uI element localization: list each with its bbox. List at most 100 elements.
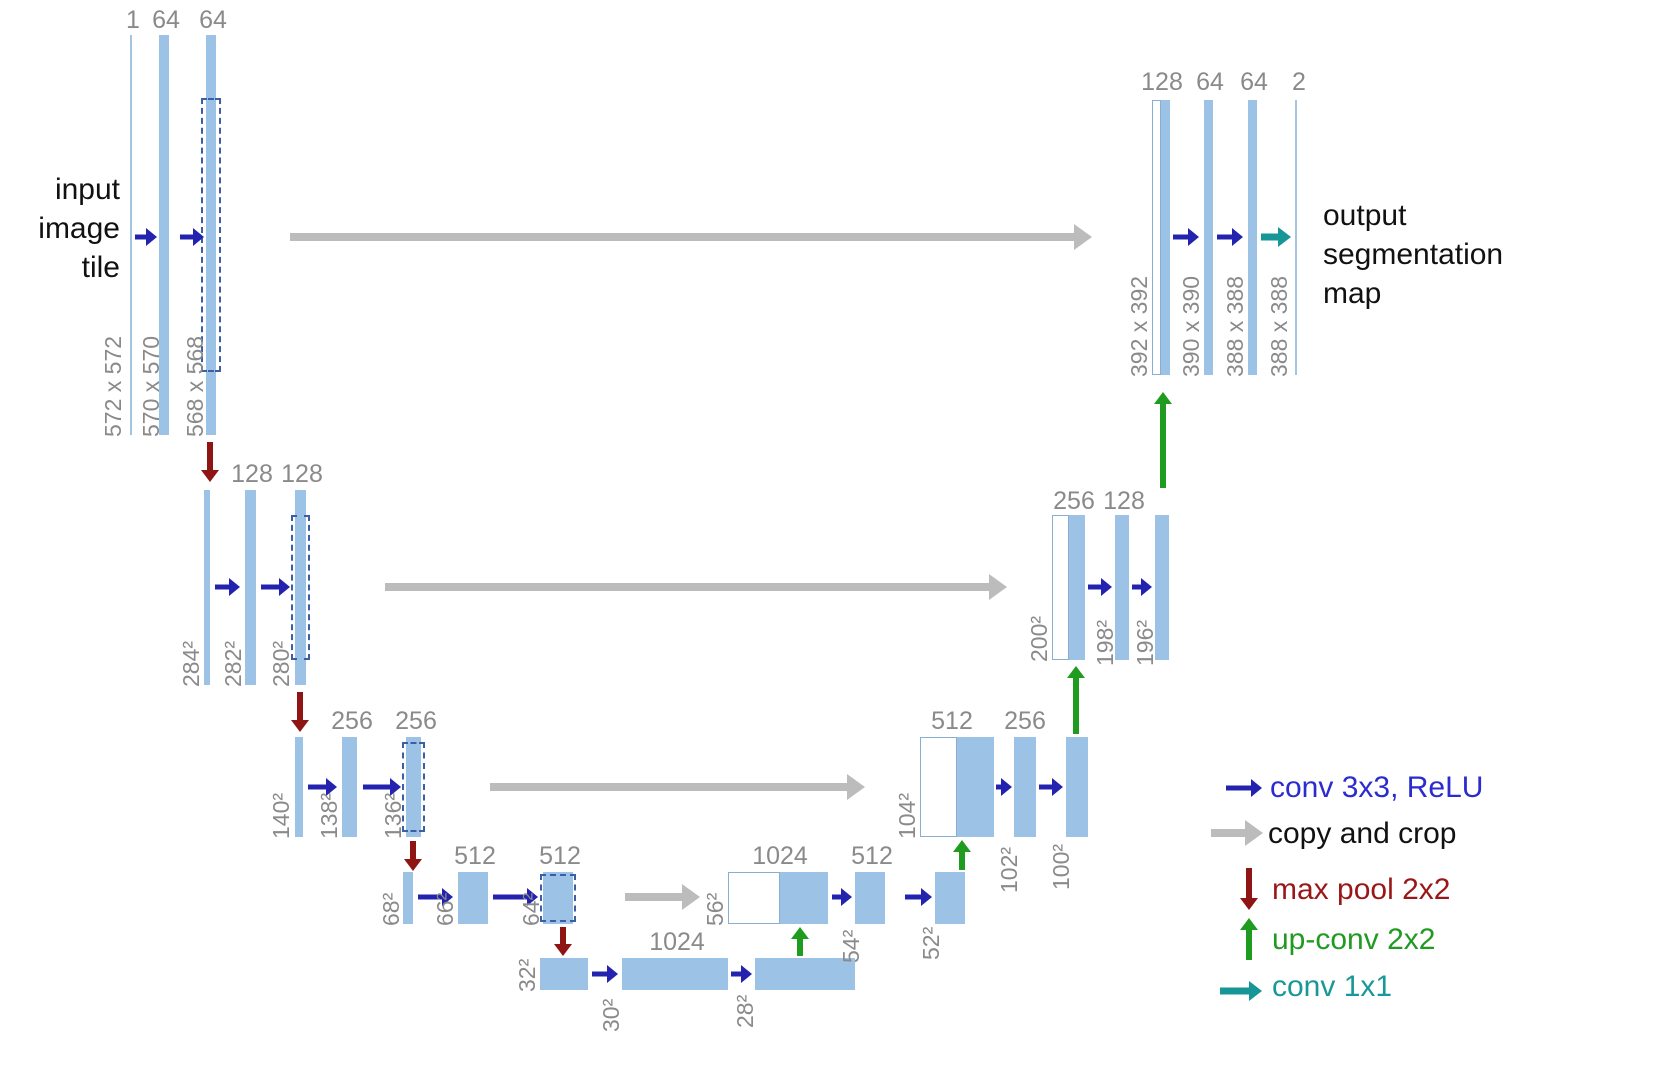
channel-label: 64 bbox=[1196, 68, 1224, 96]
copy-arrow bbox=[625, 884, 700, 910]
conv-arrow bbox=[215, 578, 240, 596]
conv-arrow bbox=[1132, 578, 1152, 596]
legend-conv-arrow bbox=[1226, 779, 1262, 797]
up-conv-arrow bbox=[953, 840, 971, 870]
feature-map bbox=[245, 490, 256, 685]
channel-label: 2 bbox=[1292, 68, 1306, 96]
channel-label: 256 bbox=[1053, 487, 1095, 515]
channel-label: 512 bbox=[454, 842, 496, 870]
channel-label: 1024 bbox=[752, 842, 808, 870]
size-label: 64² bbox=[518, 892, 544, 926]
size-label: 568 x 568 bbox=[182, 335, 208, 437]
conv-1x1-arrow bbox=[1261, 227, 1291, 247]
legend-conv-1x1-arrow bbox=[1220, 981, 1262, 1001]
size-label: 196² bbox=[1132, 619, 1158, 666]
conv-arrow bbox=[180, 228, 204, 246]
size-label: 390 x 390 bbox=[1178, 275, 1204, 377]
feature-map bbox=[342, 737, 357, 837]
channel-label: 128 bbox=[231, 460, 273, 488]
channel-label: 512 bbox=[851, 842, 893, 870]
size-label: 66² bbox=[432, 892, 458, 926]
size-label: 140² bbox=[268, 792, 294, 839]
size-label: 198² bbox=[1092, 619, 1118, 666]
feature-map bbox=[1155, 515, 1169, 660]
copied-feature-map bbox=[1161, 100, 1170, 375]
output-segmentation-map-bar bbox=[1295, 100, 1297, 375]
crop-outline bbox=[402, 742, 425, 832]
size-label: 104² bbox=[894, 792, 920, 839]
size-label: 52² bbox=[918, 926, 944, 960]
feature-map bbox=[204, 490, 210, 685]
channel-label: 256 bbox=[395, 707, 437, 735]
feature-map bbox=[543, 872, 573, 924]
feature-map bbox=[1204, 100, 1213, 375]
conv-arrow bbox=[1088, 578, 1112, 596]
channel-label: 128 bbox=[281, 460, 323, 488]
channel-label: 1 bbox=[126, 6, 140, 34]
crop-outline bbox=[201, 98, 221, 372]
up-conv-arrow bbox=[791, 927, 809, 956]
upsampled-feature-map bbox=[1152, 100, 1161, 375]
channel-label: 64 bbox=[199, 6, 227, 34]
crop-outline bbox=[291, 515, 310, 660]
legend-copy-label: copy and crop bbox=[1268, 817, 1457, 850]
feature-map bbox=[206, 35, 216, 435]
copy-arrow bbox=[490, 774, 865, 800]
feature-map bbox=[1014, 737, 1036, 837]
size-label: 280² bbox=[268, 640, 294, 687]
size-label: 388 x 388 bbox=[1222, 275, 1248, 377]
channel-label: 256 bbox=[1004, 707, 1046, 735]
size-label: 32² bbox=[514, 958, 540, 992]
feature-map bbox=[295, 490, 306, 685]
feature-map bbox=[755, 958, 855, 990]
feature-map bbox=[935, 872, 965, 924]
up-conv-arrow bbox=[1154, 392, 1172, 488]
conv-arrow bbox=[261, 578, 290, 596]
feature-map bbox=[159, 35, 169, 435]
legend-max-pool-label: max pool 2x2 bbox=[1272, 873, 1451, 906]
max-pool-arrow bbox=[404, 841, 422, 871]
crop-outline bbox=[540, 874, 576, 922]
size-label: 388 x 388 bbox=[1266, 275, 1292, 377]
feature-map bbox=[1115, 515, 1129, 660]
feature-map bbox=[540, 958, 588, 990]
copied-feature-map bbox=[1069, 515, 1085, 660]
output-note: output segmentation map bbox=[1323, 199, 1504, 310]
feature-map bbox=[458, 872, 488, 924]
legend-up-conv-label: up-conv 2x2 bbox=[1272, 923, 1436, 956]
feature-map bbox=[406, 737, 421, 837]
max-pool-arrow bbox=[291, 692, 309, 732]
size-label: 28² bbox=[732, 994, 758, 1028]
feature-map bbox=[855, 872, 885, 924]
conv-arrow bbox=[1173, 228, 1199, 246]
size-label: 56² bbox=[702, 892, 728, 926]
size-label: 138² bbox=[316, 792, 342, 839]
conv-arrow bbox=[996, 778, 1012, 796]
channel-label: 512 bbox=[931, 707, 973, 735]
legend-conv-1x1-label: conv 1x1 bbox=[1272, 970, 1393, 1003]
conv-arrow bbox=[731, 965, 752, 983]
size-label: 136² bbox=[380, 792, 406, 839]
legend-conv-label: conv 3x3, ReLU bbox=[1270, 771, 1484, 804]
legend-up-conv-arrow bbox=[1240, 918, 1258, 960]
copied-feature-map bbox=[957, 737, 994, 837]
legend-copy-arrow bbox=[1211, 820, 1263, 846]
copy-arrow bbox=[290, 224, 1092, 250]
copy-arrow bbox=[385, 574, 1007, 600]
conv-arrow bbox=[135, 228, 157, 246]
channel-label: 128 bbox=[1103, 487, 1145, 515]
max-pool-arrow bbox=[201, 442, 219, 482]
size-label: 102² bbox=[996, 846, 1022, 893]
input-note: input image tile bbox=[38, 173, 120, 284]
feature-map bbox=[130, 35, 132, 435]
channel-label: 1024 bbox=[649, 928, 705, 956]
copied-feature-map bbox=[780, 872, 828, 924]
channel-label: 512 bbox=[539, 842, 581, 870]
up-conv-arrow bbox=[1067, 666, 1085, 734]
feature-map bbox=[295, 737, 303, 837]
legend-max-pool-arrow bbox=[1240, 868, 1258, 910]
upsampled-feature-map bbox=[1052, 515, 1069, 660]
upsampled-feature-map bbox=[728, 872, 780, 924]
channel-label: 64 bbox=[152, 6, 180, 34]
